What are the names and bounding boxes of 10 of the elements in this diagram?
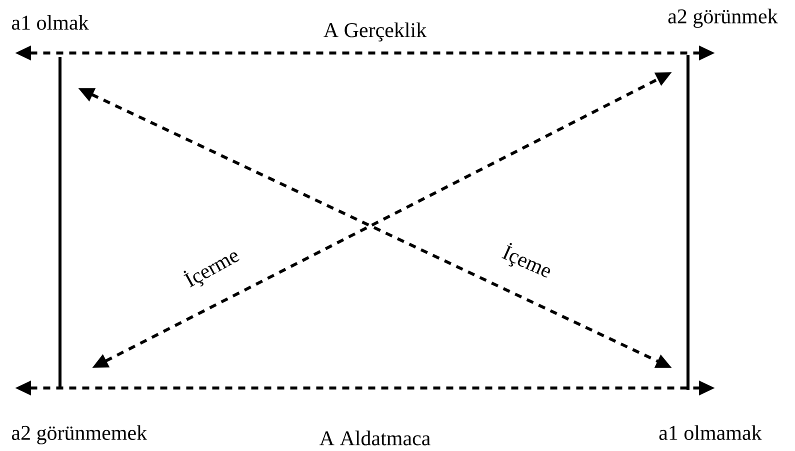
line xyxy=(58,57,62,387)
corner-label: a2 görünmemek xyxy=(12,425,148,444)
edge-label: İçerme xyxy=(184,252,240,288)
edge-label: A Gerçeklik xyxy=(324,22,427,42)
edge-label: İçeme xyxy=(502,242,550,278)
edge-label: A Aldatmaca xyxy=(320,430,430,446)
corner-label: a1 olmamak xyxy=(659,425,762,440)
corner-label: a1 olmak xyxy=(12,15,89,30)
corner-label: a2 görünmek xyxy=(668,8,778,28)
line xyxy=(686,55,690,390)
